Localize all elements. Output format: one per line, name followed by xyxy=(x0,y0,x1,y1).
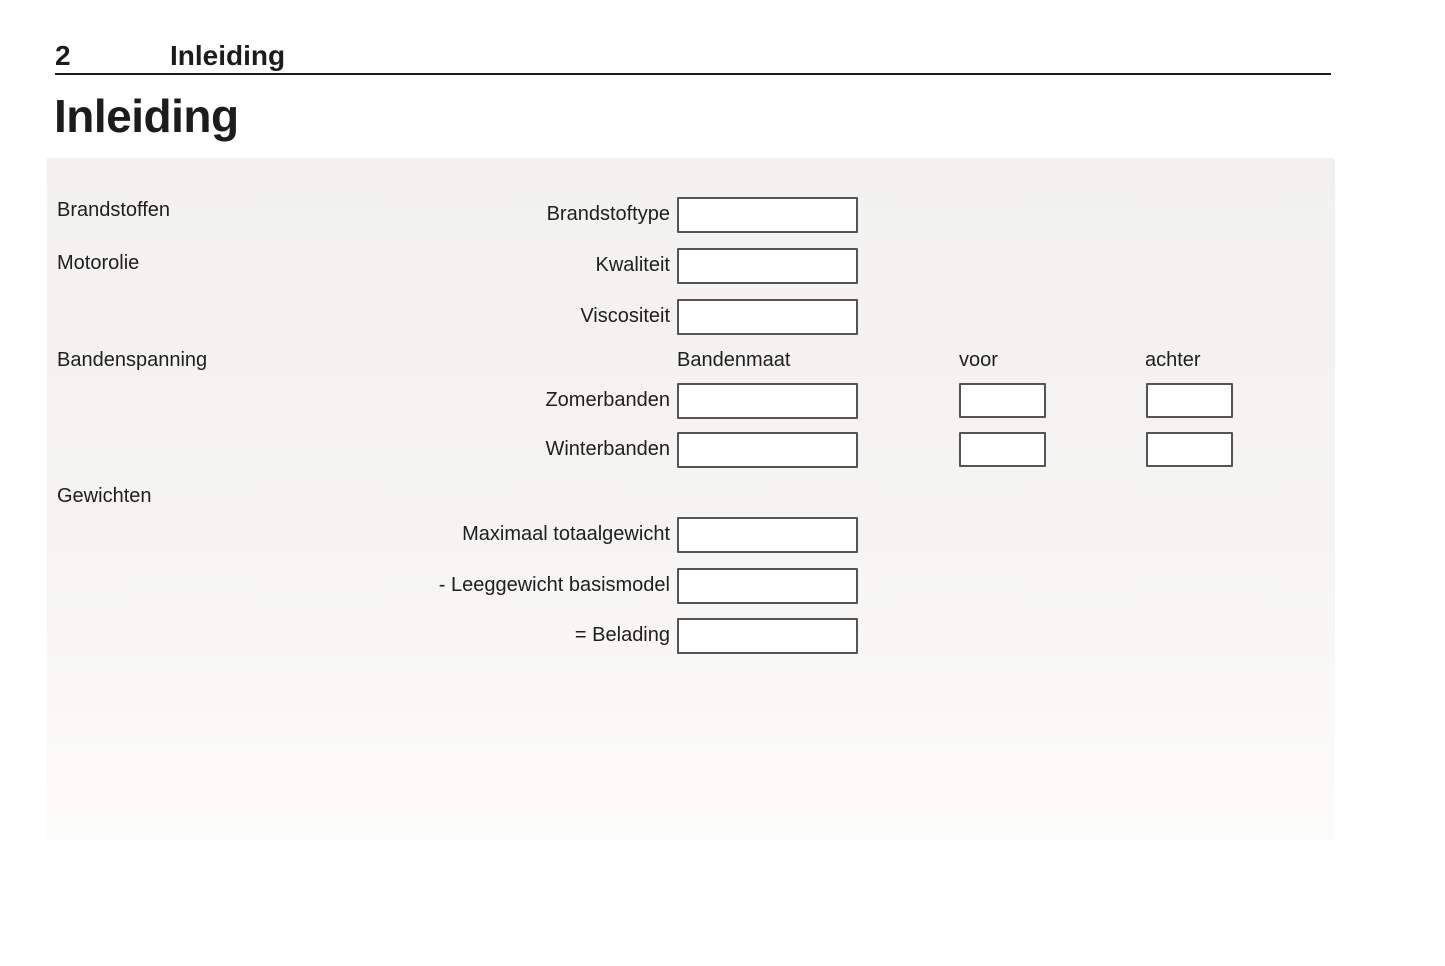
page-title: Inleiding xyxy=(54,90,239,142)
leeggewicht-basismodel-input[interactable] xyxy=(677,568,858,604)
zomerbanden-bandenmaat-input[interactable] xyxy=(677,383,858,419)
belading-label: = Belading xyxy=(574,624,670,646)
zomerbanden-achter-input[interactable] xyxy=(1146,383,1233,418)
brandstoftype-input[interactable] xyxy=(677,197,858,233)
running-header: 2 Inleiding xyxy=(0,42,1445,72)
winterbanden-voor-input[interactable] xyxy=(959,432,1046,467)
section-label-gewichten: Gewichten xyxy=(57,485,152,507)
column-header-voor: voor xyxy=(959,349,998,371)
section-label-bandenspanning: Bandenspanning xyxy=(57,349,208,371)
column-header-achter: achter xyxy=(1145,349,1201,371)
kwaliteit-label: Kwaliteit xyxy=(595,254,670,276)
zomerbanden-label: Zomerbanden xyxy=(545,389,670,411)
maximaal-totaalgewicht-label: Maximaal totaalgewicht xyxy=(462,523,670,545)
zomerbanden-voor-input[interactable] xyxy=(959,383,1046,418)
leeggewicht-basismodel-label: - Leeggewicht basismodel xyxy=(438,574,670,596)
viscositeit-input[interactable] xyxy=(677,299,858,335)
maximaal-totaalgewicht-input[interactable] xyxy=(677,517,858,553)
belading-input[interactable] xyxy=(677,618,858,654)
section-label-brandstoffen: Brandstoffen xyxy=(57,199,171,221)
winterbanden-achter-input[interactable] xyxy=(1146,432,1233,467)
winterbanden-bandenmaat-input[interactable] xyxy=(677,432,858,468)
kwaliteit-input[interactable] xyxy=(677,248,858,284)
section-label-motorolie: Motorolie xyxy=(57,252,140,274)
specifications-form: Brandstoffen Brandstoftype Motorolie Kwa… xyxy=(47,158,1335,840)
header-rule xyxy=(55,73,1331,75)
page-number: 2 xyxy=(55,40,71,71)
column-header-bandenmaat: Bandenmaat xyxy=(677,349,791,371)
viscositeit-label: Viscositeit xyxy=(580,305,670,327)
brandstoftype-label: Brandstoftype xyxy=(546,203,670,225)
chapter-title: Inleiding xyxy=(170,40,286,71)
winterbanden-label: Winterbanden xyxy=(545,438,670,460)
